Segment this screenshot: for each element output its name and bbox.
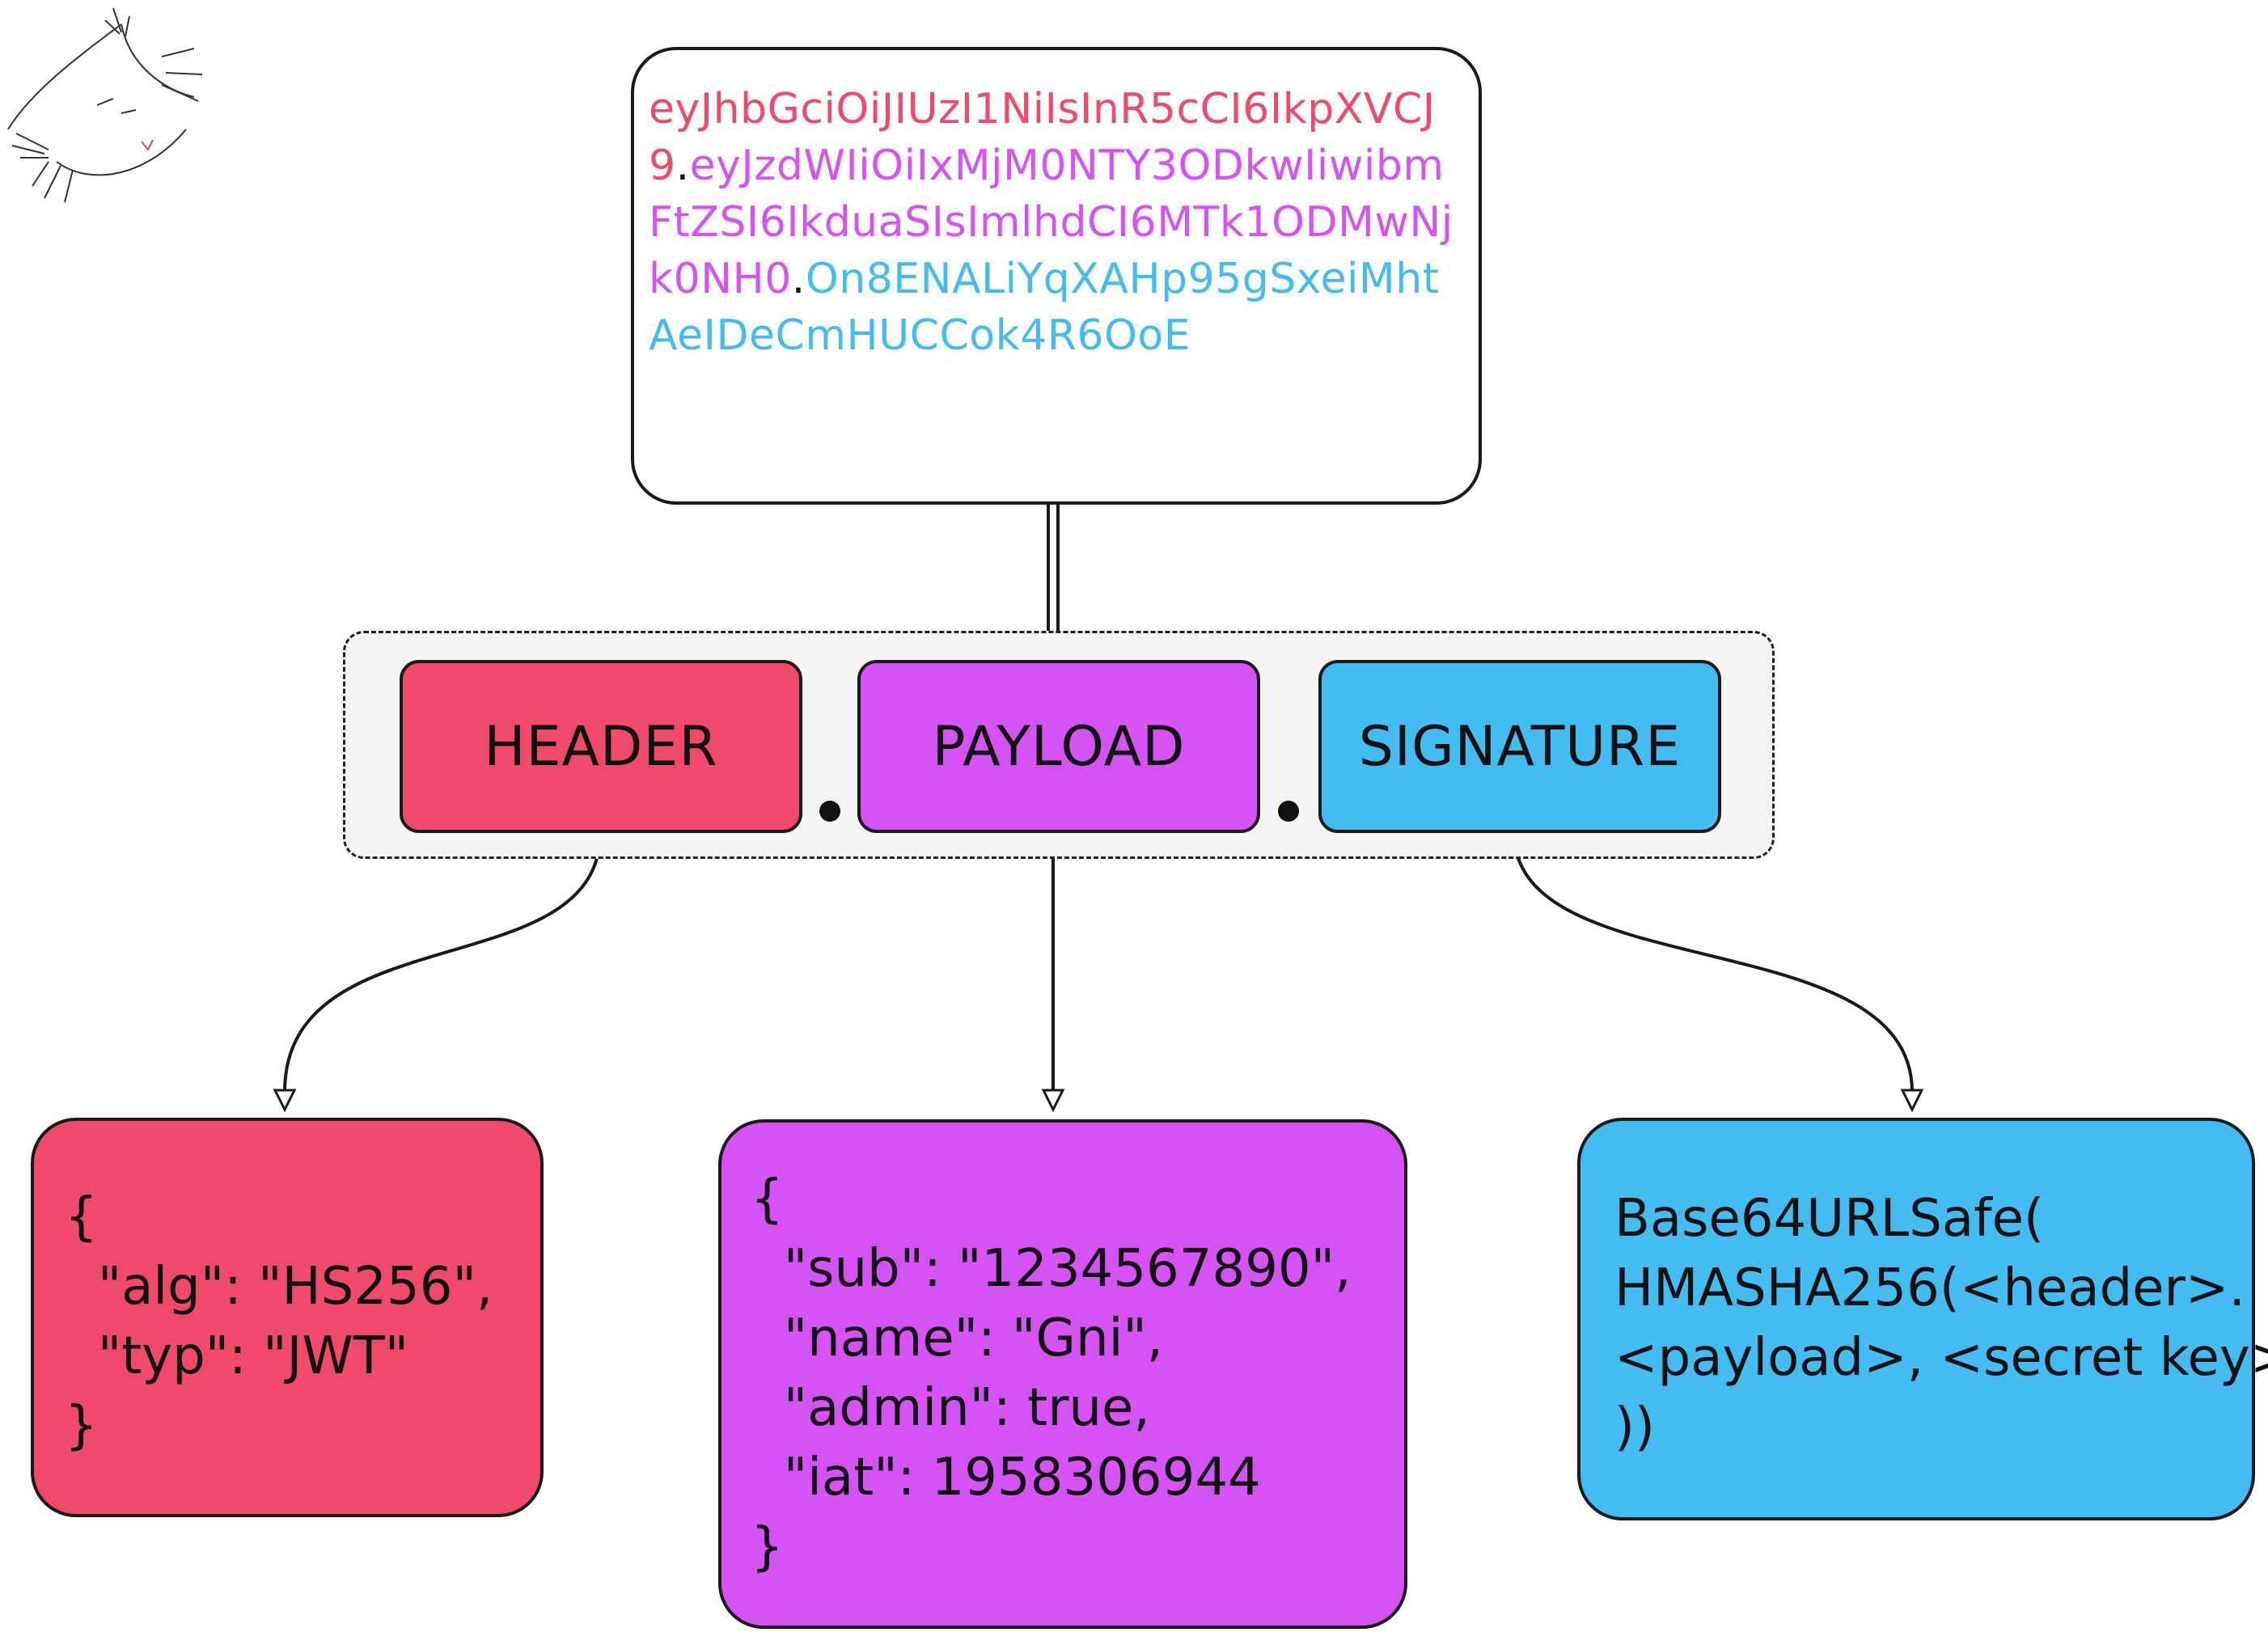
token-header-segment: eyJhbGciOiJIUzI1NiIsInR5cCI6IkpXVCJ9 bbox=[649, 85, 1436, 190]
token-separator-1: . bbox=[675, 142, 690, 190]
payload-json: { "sub": "1234567890", "name": "Gni", "a… bbox=[751, 1165, 1351, 1582]
part-header-label: HEADER bbox=[484, 714, 718, 779]
code-line: Base64URLSafe( bbox=[1614, 1189, 2044, 1249]
code-line: HMASHA256(<header>. bbox=[1614, 1258, 2245, 1318]
part-separator-dot bbox=[819, 801, 840, 822]
token-payload-segment: eyJzdWIiOiIxMjM0NTY3ODkwIiwibmFtZSI6Ikdu… bbox=[649, 142, 1453, 303]
token-box bbox=[631, 47, 1482, 505]
part-payload-label: PAYLOAD bbox=[932, 714, 1186, 779]
header-json: { "alg": "HS256", "typ": "JWT"} bbox=[65, 1182, 493, 1461]
code-line: { bbox=[751, 1169, 784, 1229]
code-line: "name": "Gni", bbox=[751, 1309, 1164, 1368]
code-line: "typ": "JWT" bbox=[65, 1326, 409, 1386]
token-separator-2: . bbox=[791, 255, 806, 303]
code-line: "alg": "HS256", bbox=[65, 1257, 493, 1317]
part-header: HEADER bbox=[400, 660, 802, 833]
part-signature-label: SIGNATURE bbox=[1358, 714, 1682, 779]
code-line: )) bbox=[1614, 1398, 1655, 1457]
header-detail-box bbox=[31, 1118, 544, 1517]
code-line: "iat": 1958306944 bbox=[751, 1448, 1261, 1508]
part-signature: SIGNATURE bbox=[1318, 660, 1721, 833]
code-line: "sub": "1234567890", bbox=[751, 1239, 1352, 1299]
cat-sketch-icon bbox=[7, 7, 203, 203]
code-line: } bbox=[751, 1517, 784, 1577]
part-payload: PAYLOAD bbox=[857, 660, 1260, 833]
signature-formula: Base64URLSafe( HMASHA256(<header>. <payloa… bbox=[1614, 1184, 2268, 1462]
token-signature-segment: On8ENALiYqXAHp95gSxeiMhtAeIDeCmHUCCok4R6… bbox=[649, 255, 1440, 360]
code-line: { bbox=[65, 1187, 98, 1247]
code-line: } bbox=[65, 1396, 98, 1456]
payload-detail-box bbox=[718, 1119, 1407, 1629]
code-line: <payload>, <secret key> bbox=[1614, 1328, 2268, 1388]
part-separator-dot bbox=[1278, 801, 1299, 822]
signature-detail-box bbox=[1577, 1118, 2255, 1520]
encoded-token: eyJhbGciOiJIUzI1NiIsInR5cCI6IkpXVCJ9.eyJ… bbox=[649, 81, 1466, 364]
code-line: "admin": true, bbox=[751, 1378, 1150, 1438]
